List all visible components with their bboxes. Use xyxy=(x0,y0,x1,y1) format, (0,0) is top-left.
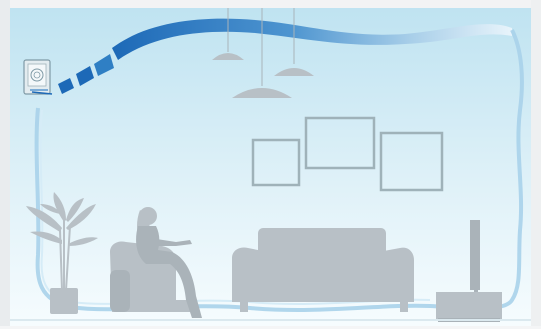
image-border-left xyxy=(0,0,10,329)
image-border-right xyxy=(531,0,541,329)
tv-stand-icon xyxy=(436,292,502,322)
image-border-top xyxy=(0,0,541,8)
wall-heater-icon xyxy=(24,60,52,94)
tv-icon xyxy=(470,220,480,294)
